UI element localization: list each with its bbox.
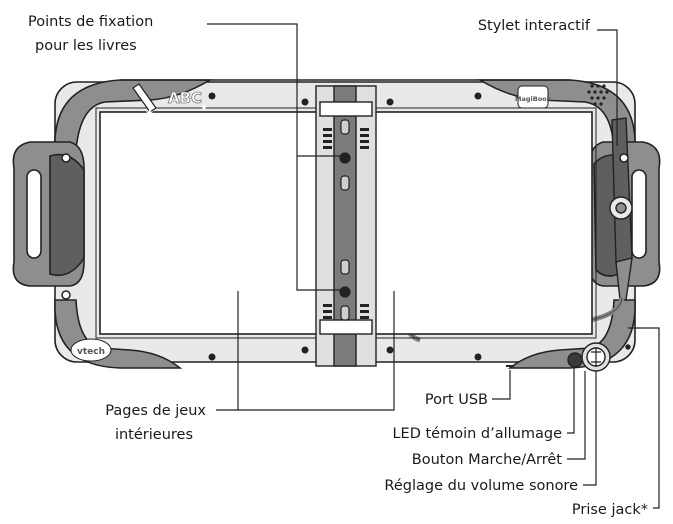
magibook-logo: MagiBook xyxy=(515,85,552,109)
fixation-points xyxy=(339,119,351,321)
controls xyxy=(567,342,631,372)
pencil-icon xyxy=(132,83,157,113)
label-pages-line1: Pages de jeux xyxy=(105,403,206,419)
callout-labels: Points de fixation pour les livres Style… xyxy=(28,14,648,518)
label-pages-line2: intérieures xyxy=(115,427,193,443)
left-handle xyxy=(12,141,85,287)
corner-shell-top-right xyxy=(477,79,636,151)
jack-socket xyxy=(625,344,631,350)
abc-text: ABC xyxy=(168,89,202,107)
label-fixation-line1: Points de fixation xyxy=(28,14,153,30)
svg-text:★: ★ xyxy=(145,108,154,119)
speaker-grille xyxy=(587,84,609,106)
fixation-point-top xyxy=(339,152,351,164)
stylus xyxy=(609,117,633,301)
abc-decoration: ABC ★ ★ xyxy=(132,83,208,119)
fixation-point-bottom xyxy=(339,286,351,298)
left-page xyxy=(99,111,321,335)
svg-text:★: ★ xyxy=(200,103,208,113)
spine-teeth xyxy=(323,128,369,319)
corner-shell-top-left xyxy=(54,79,213,151)
screws xyxy=(61,92,629,361)
label-volume: Réglage du volume sonore xyxy=(384,478,578,494)
vtech-logo: vtech xyxy=(70,338,112,362)
svg-text:MagiBook: MagiBook xyxy=(515,95,552,103)
pages xyxy=(99,111,593,335)
leader-lines xyxy=(207,23,660,509)
label-fixation-line2: pour les livres xyxy=(35,38,137,54)
label-power: Bouton Marche/Arrêt xyxy=(412,452,563,468)
label-stylet: Stylet interactif xyxy=(478,18,591,34)
right-page xyxy=(371,111,593,335)
label-led: LED témoin d’allumage xyxy=(392,426,562,442)
label-usb: Port USB xyxy=(425,392,488,408)
label-jack: Prise jack* xyxy=(572,502,648,518)
svg-text:vtech: vtech xyxy=(77,347,105,357)
led-indicator xyxy=(567,352,583,368)
